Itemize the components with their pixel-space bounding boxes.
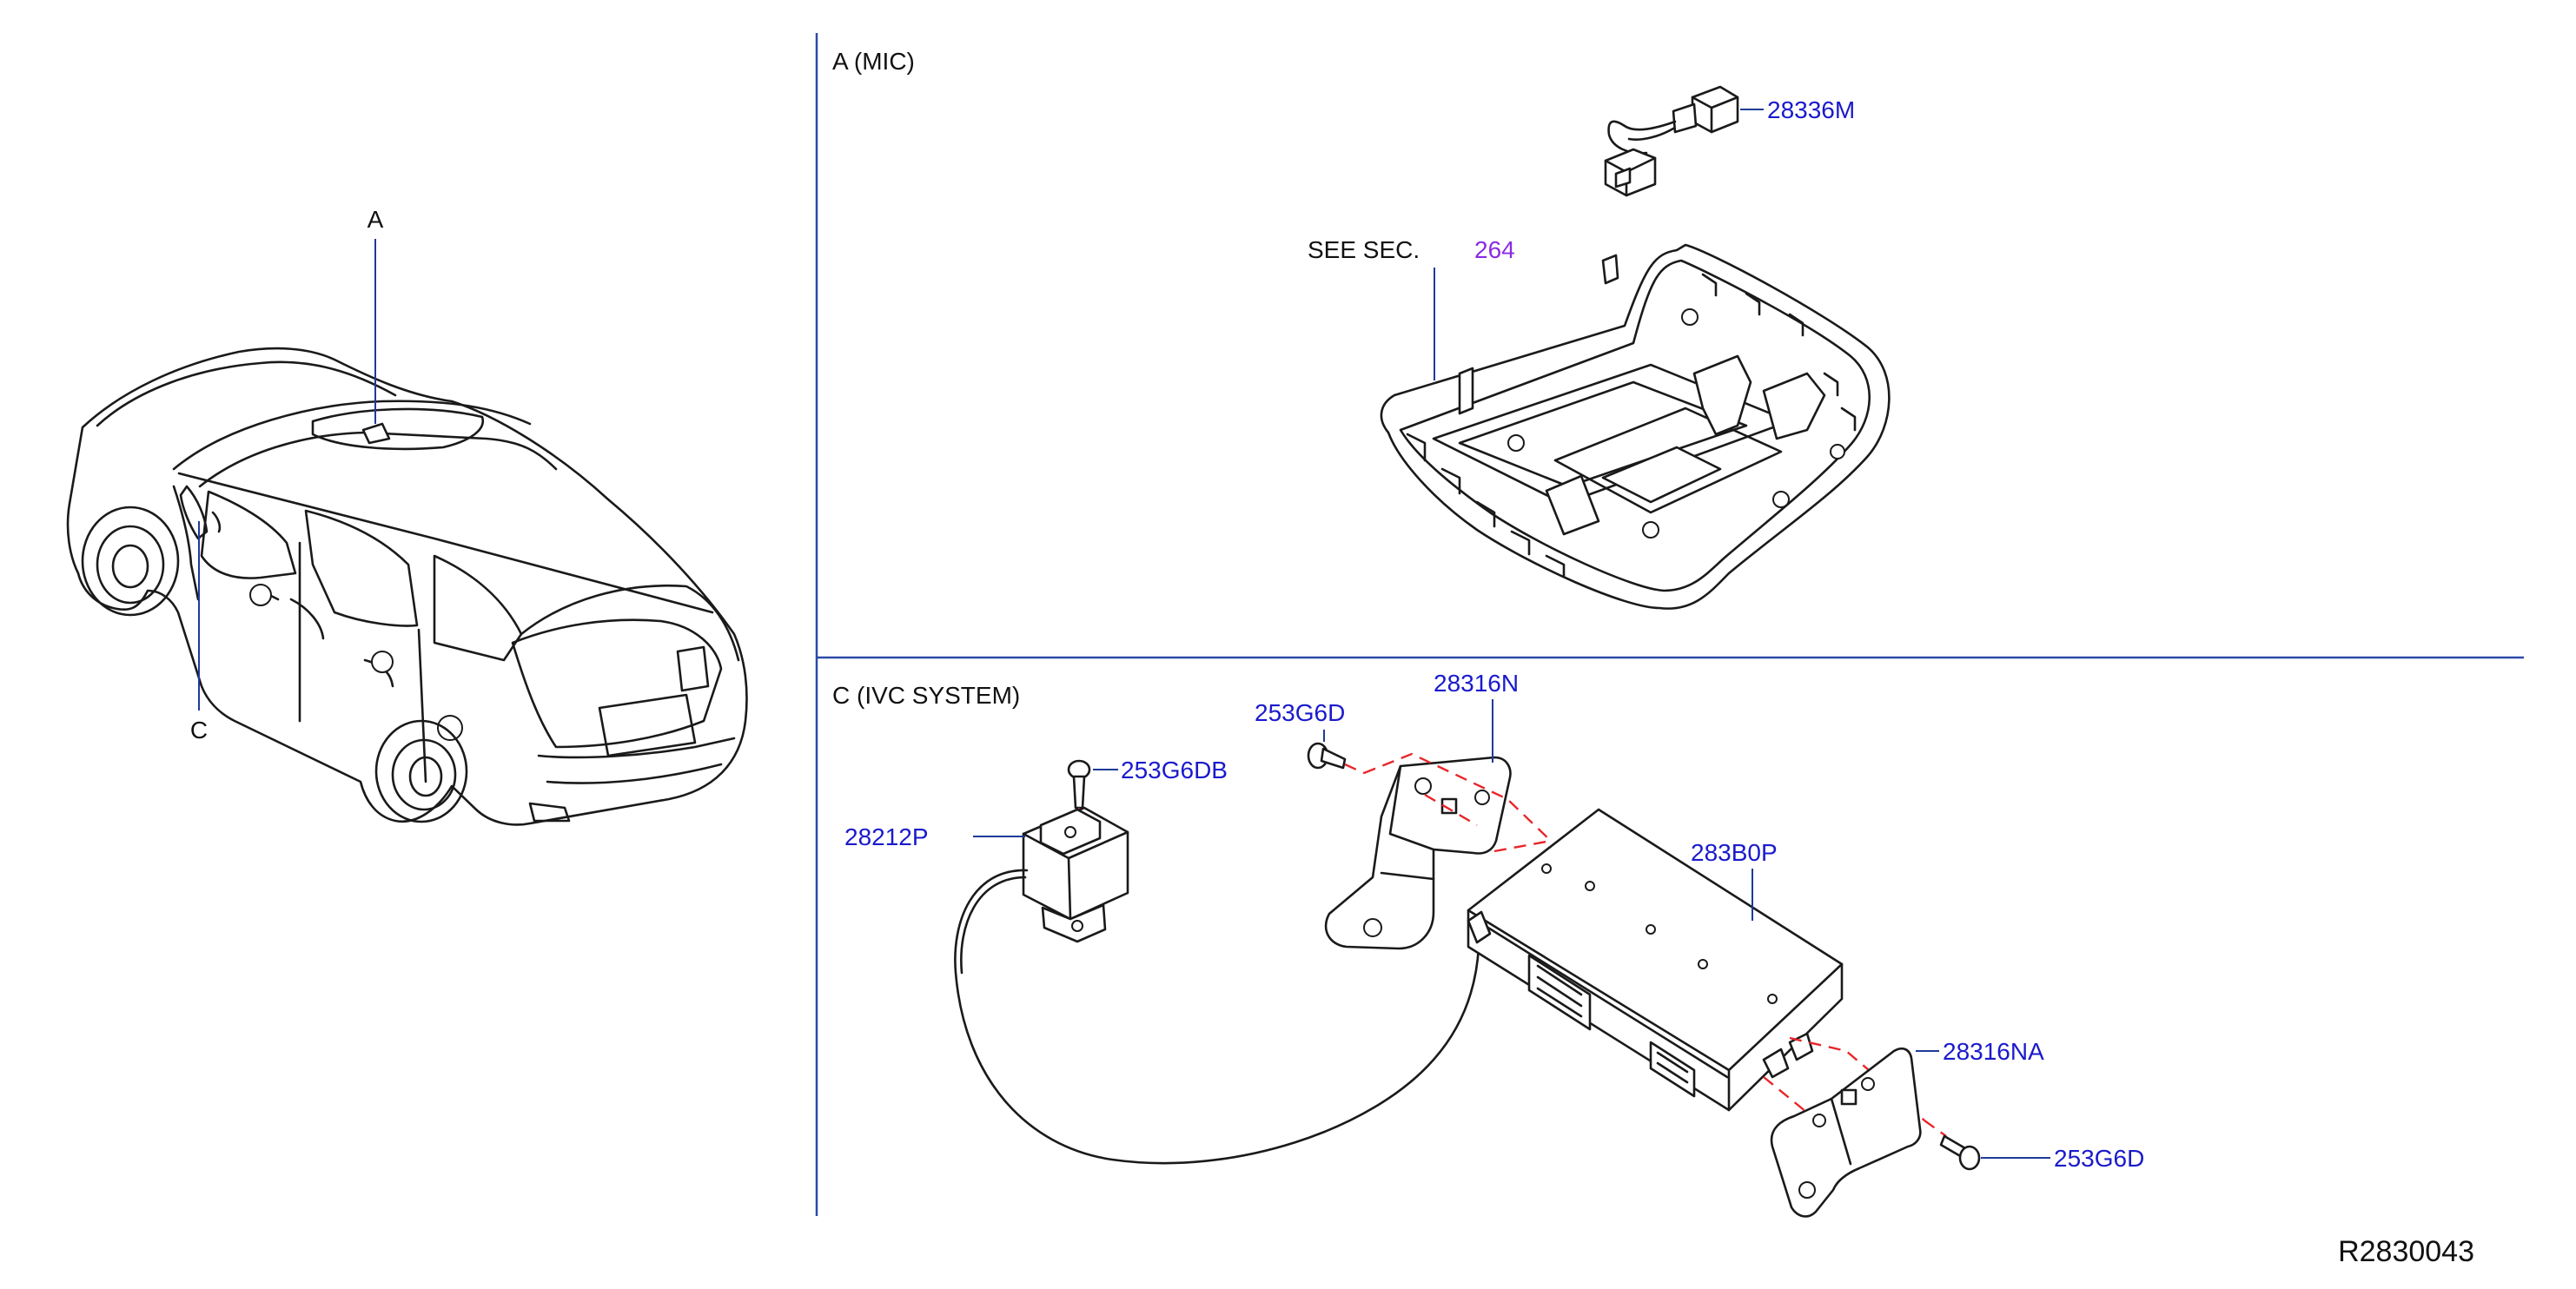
mic-harness: 28336M [1604,85,1855,197]
screw-253G6DB: 253G6DB [1067,757,1228,823]
see-sec-label: SEE SEC. [1308,236,1420,263]
part-label-253G6D-bottom: 253G6D [2054,1145,2144,1172]
diagram-id: R2830043 [2338,1235,2474,1268]
part-label-253G6D-top: 253G6D [1255,699,1345,726]
alignment-line-top-b [1493,839,1552,853]
camera-28212P: 28212P [844,806,1129,943]
part-label-28336M: 28336M [1767,96,1855,123]
bracket-28316N: 28316N [1324,670,1519,950]
screw-253G6D-bottom: 253G6D [1924,1120,2144,1172]
callout-c-label: C [190,717,208,744]
panel-ivc: C (IVC SYSTEM) 253G6DB 28212P [832,670,2144,1218]
screw-253G6D-top: 253G6D [1255,699,1365,775]
part-label-253G6DB: 253G6DB [1121,757,1228,783]
camera-cable [954,869,1480,1165]
vehicle-overview: A C [66,206,748,826]
alignment-line-top-a [1363,752,1552,842]
part-label-28316NA: 28316NA [1943,1038,2044,1065]
bracket-28316NA: 28316NA [1770,1038,2044,1218]
mic-overhead-console [1380,243,1891,610]
ivc-panel-title: C (IVC SYSTEM) [832,682,1020,709]
part-label-283B0P: 283B0P [1691,839,1778,866]
part-label-28316N: 28316N [1434,670,1519,697]
callout-a-label: A [368,206,384,233]
part-label-28212P: 28212P [844,823,929,850]
panel-mic: A (MIC) 28336M [832,48,1891,610]
alignment-line-top-c [1424,793,1478,827]
control-unit-283B0P: 283B0P [1467,808,1844,1112]
see-sec-number: 264 [1474,236,1515,263]
mic-panel-title: A (MIC) [832,48,915,75]
